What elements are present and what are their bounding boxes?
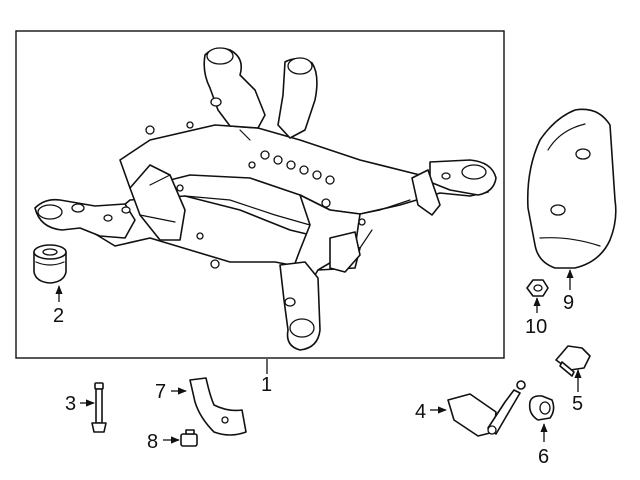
callout-1: 1 bbox=[261, 374, 272, 396]
callout-9: 9 bbox=[563, 292, 574, 314]
callout-7: 7 bbox=[155, 381, 166, 403]
callout-4: 4 bbox=[415, 401, 426, 423]
nut-6-part[interactable] bbox=[528, 395, 555, 421]
assembly-frame bbox=[15, 30, 505, 359]
callout-2: 2 bbox=[53, 305, 64, 327]
bushing-part[interactable] bbox=[33, 244, 67, 284]
bracket-part[interactable] bbox=[189, 377, 247, 436]
grommet-part[interactable] bbox=[180, 429, 198, 447]
callout-6: 6 bbox=[538, 446, 549, 468]
bolt-3-part[interactable] bbox=[91, 382, 107, 433]
callout-10: 10 bbox=[525, 316, 547, 338]
nut-10-part[interactable] bbox=[526, 279, 549, 297]
bolt-5-part[interactable] bbox=[555, 345, 591, 377]
height-sensor-part[interactable] bbox=[447, 380, 526, 437]
subframe-part[interactable] bbox=[34, 47, 497, 351]
callout-3: 3 bbox=[65, 393, 76, 415]
callout-8: 8 bbox=[147, 431, 158, 453]
heat-shield-part[interactable] bbox=[526, 108, 617, 269]
callout-5: 5 bbox=[572, 393, 583, 415]
